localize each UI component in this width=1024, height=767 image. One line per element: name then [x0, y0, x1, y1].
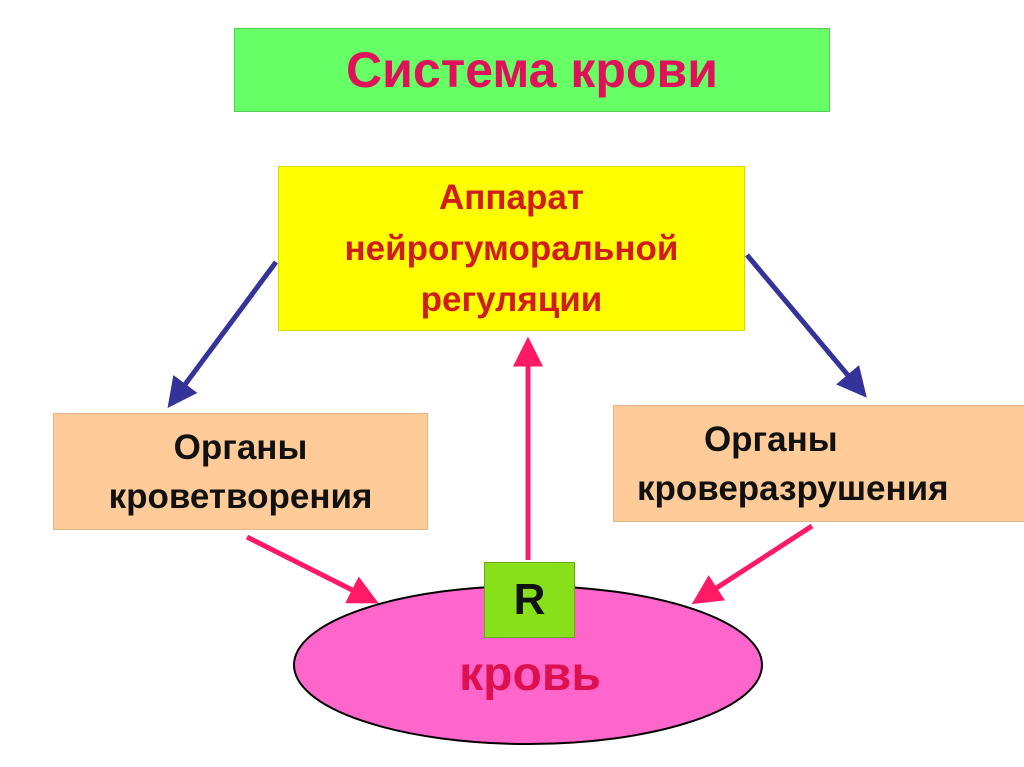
receptor-box: R: [484, 562, 575, 638]
destruction-line: Органы: [703, 419, 838, 459]
regulation-line: Аппарат: [438, 178, 584, 217]
arrow-hematopoiesis-to-blood: [245, 534, 379, 604]
destruction-organs-box: Органы кроверазрушения: [613, 405, 1024, 522]
receptor-label: R: [513, 575, 546, 624]
regulation-apparatus-label: Аппарат нейрогуморальной регуляции: [345, 172, 679, 325]
arrow-destruction-to-blood: [691, 523, 814, 605]
title-box: Система крови: [234, 28, 830, 112]
hematopoiesis-line: Органы: [173, 427, 308, 467]
destruction-line: кроверазрушения: [637, 468, 949, 508]
hematopoiesis-organs-label: Органы кроветворения: [109, 423, 373, 521]
destruction-organs-label: Органы кроверазрушения: [637, 415, 949, 513]
regulation-line: регуляции: [420, 280, 603, 319]
hematopoiesis-organs-box: Органы кроветворения: [53, 413, 428, 530]
diagram-title: Система крови: [346, 42, 718, 98]
arrow-regulation-to-hematopoiesis: [167, 260, 279, 409]
arrow-regulation-to-destruction: [745, 253, 867, 398]
hematopoiesis-line: кроветворения: [108, 476, 373, 516]
regulation-line: нейрогуморальной: [344, 229, 679, 268]
blood-label: кровь: [459, 647, 601, 701]
regulation-apparatus-box: Аппарат нейрогуморальной регуляции: [278, 166, 745, 331]
